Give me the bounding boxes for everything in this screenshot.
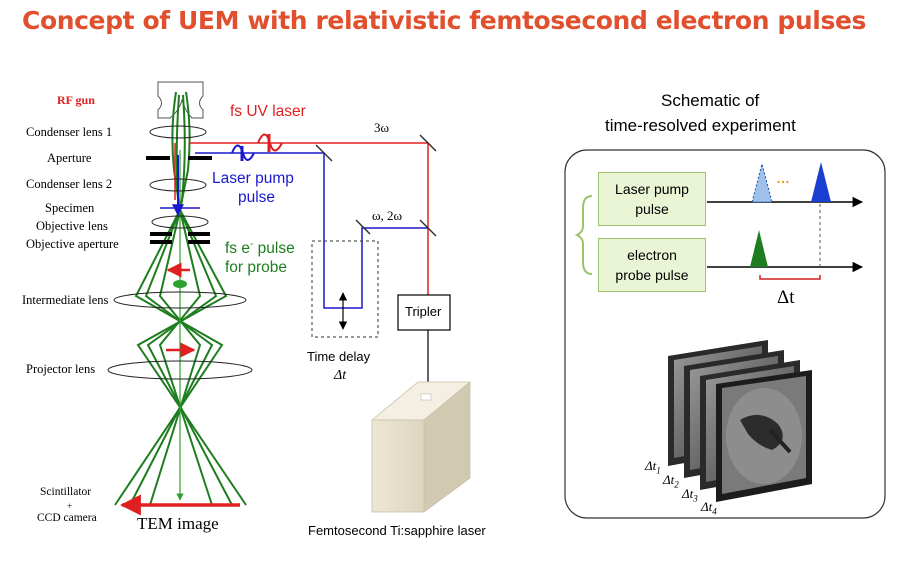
scintillator-label: Scintillator bbox=[40, 486, 92, 498]
pump-box-line2: pulse bbox=[635, 201, 669, 217]
pulse-train-ellipsis: … bbox=[776, 170, 790, 186]
condenser-lens-2 bbox=[149, 178, 207, 192]
laser-pump-label-line1: Laser pump bbox=[212, 170, 294, 187]
fs-e-prefix: fs e bbox=[225, 240, 250, 258]
tem-image-label: TEM image bbox=[137, 514, 219, 533]
probe-box-line2: probe pulse bbox=[615, 267, 689, 283]
frame-label-1: Δt1 bbox=[645, 458, 661, 476]
objective-lens bbox=[151, 215, 209, 229]
projector-lens-label: Projector lens bbox=[26, 362, 96, 376]
frame-label-4: Δt4 bbox=[701, 499, 717, 517]
for-probe-label: for probe bbox=[225, 259, 288, 276]
ti-sapphire-laser-box bbox=[370, 381, 472, 513]
time-delay-stage bbox=[311, 240, 379, 338]
laser-source-label: Femtosecond Ti:sapphire laser bbox=[308, 523, 486, 538]
schematic-title-line1: Schematic of bbox=[661, 91, 760, 110]
pump-pulse-box: Laser pump pulse bbox=[598, 172, 706, 226]
frame-label-2-sub: 2 bbox=[674, 479, 679, 490]
frame-label-3-sub: 3 bbox=[693, 493, 698, 504]
rf-gun-label: RF gun bbox=[57, 93, 95, 107]
pump-pulse bbox=[811, 162, 831, 202]
frame-label-3-base: Δt bbox=[682, 486, 694, 501]
aperture-plates bbox=[146, 156, 212, 244]
pump-box-line1: Laser pump bbox=[615, 181, 689, 197]
projector-lens bbox=[107, 360, 253, 380]
schematic-title-line2: time-resolved experiment bbox=[605, 116, 796, 135]
time-delay-delta-t: Δt bbox=[334, 368, 347, 383]
fs-e-sup: - bbox=[249, 239, 254, 250]
frame-label-3: Δt3 bbox=[682, 486, 698, 504]
probe-pulse-blob bbox=[173, 280, 187, 288]
delta-t-bracket bbox=[759, 275, 821, 280]
objective-lens-label: Objective lens bbox=[36, 219, 108, 233]
image-stack bbox=[668, 340, 812, 502]
probe-box-line1: electron bbox=[627, 247, 677, 263]
tripler-label: Tripler bbox=[405, 304, 442, 319]
probe-pulse bbox=[750, 230, 768, 267]
page-title: Concept of UEM with relativistic femtose… bbox=[22, 6, 866, 35]
fs-e-suffix: pulse bbox=[253, 240, 295, 258]
tripler-box bbox=[397, 294, 451, 331]
condenser-lens-2-label: Condenser lens 2 bbox=[26, 177, 113, 191]
ccd-camera-label: CCD camera bbox=[37, 512, 97, 524]
fs-uv-laser-label: fs UV laser bbox=[230, 103, 306, 120]
fs-e-pulse-label: fs e- pulse bbox=[225, 239, 295, 258]
schematic-bracket bbox=[574, 195, 593, 275]
frame-label-4-base: Δt bbox=[701, 499, 713, 514]
probe-pulse-box: electron probe pulse bbox=[598, 238, 706, 292]
aperture-label: Aperture bbox=[47, 151, 92, 165]
intermediate-lens-label: Intermediate lens bbox=[22, 293, 109, 307]
three-omega-label: 3ω bbox=[374, 120, 390, 135]
omega-two-omega-label: ω, 2ω bbox=[372, 208, 403, 223]
objective-aperture-label: Objective aperture bbox=[26, 237, 119, 251]
rf-gun-cavity bbox=[157, 81, 204, 119]
mirrors bbox=[315, 134, 437, 237]
schematic-delta-t: Δt bbox=[777, 287, 795, 308]
plus-label: + bbox=[67, 501, 73, 511]
frame-label-1-sub: 1 bbox=[656, 465, 661, 476]
frame-label-4-sub: 4 bbox=[712, 506, 717, 517]
frame-label-1-base: Δt bbox=[645, 458, 657, 473]
frame-label-2-base: Δt bbox=[663, 472, 675, 487]
laser-pump-label-line2: pulse bbox=[238, 189, 276, 206]
condenser-lens-1 bbox=[149, 125, 207, 139]
time-delay-label: Time delay bbox=[307, 349, 371, 364]
frame-label-2: Δt2 bbox=[663, 472, 679, 490]
condenser-lens-1-label: Condenser lens 1 bbox=[26, 125, 113, 139]
specimen-label: Specimen bbox=[45, 201, 95, 215]
intermediate-lens bbox=[113, 291, 247, 309]
pump-pulse-ghost bbox=[751, 162, 773, 203]
image-frame bbox=[716, 370, 812, 502]
